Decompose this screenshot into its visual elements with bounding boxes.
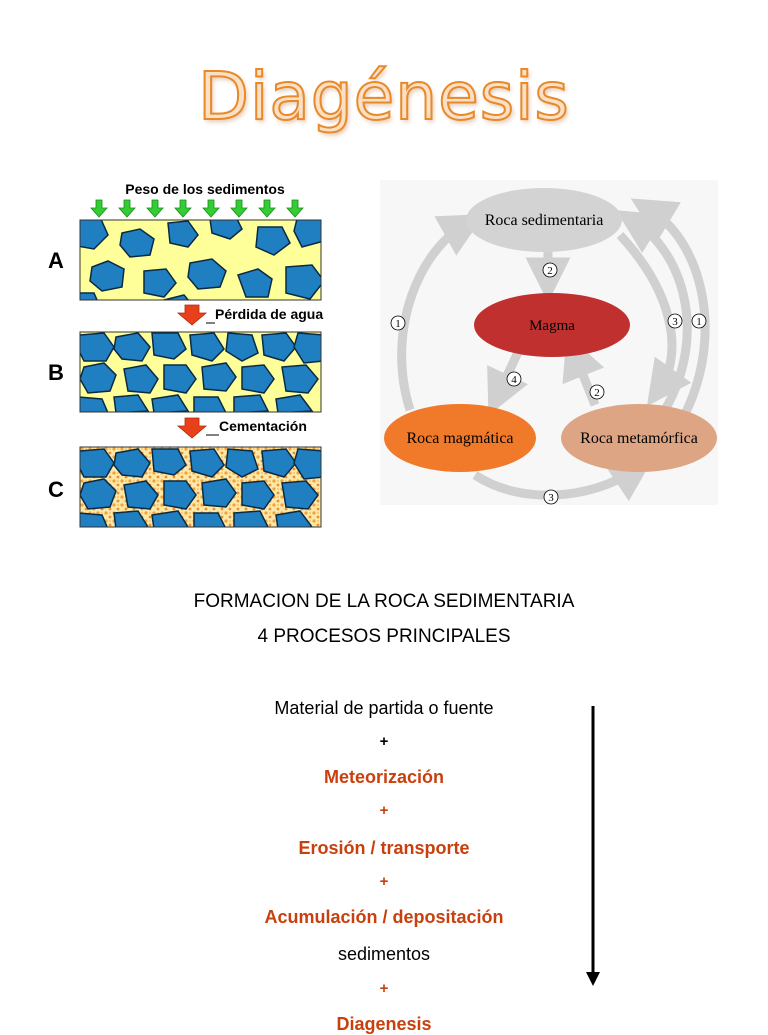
step1-label: Pérdida de agua [215, 306, 323, 322]
step-label: 3 [548, 492, 554, 504]
weight-label: Peso de los sedimentos [125, 181, 285, 197]
node-igneous [384, 404, 536, 472]
red-arrow-2 [176, 417, 208, 439]
section-heading-1: FORMACION DE LA ROCA SEDIMENTARIA [193, 591, 575, 612]
node-sedimentary-label: Roca sedimentaria [485, 212, 604, 229]
node-metamorphic [561, 404, 717, 472]
node-magma [474, 293, 630, 357]
process-flow-arrow [586, 706, 600, 986]
compaction-diagram: Peso de los sedimentos A [48, 181, 323, 528]
step-label: 1 [696, 316, 702, 328]
step-label: 2 [594, 387, 600, 399]
process-plus: + [379, 873, 389, 890]
process-diagenesis: Diagenesis [336, 1014, 432, 1034]
rock-cycle-diagram: Roca sedimentaria Magma Roca magmática R… [380, 180, 718, 505]
panel-a [80, 220, 321, 300]
panel-a-label: A [48, 248, 64, 273]
panel-b-label: B [48, 360, 64, 385]
step2-label: Cementación [219, 418, 307, 434]
node-metamorphic-label: Roca metamórfica [580, 430, 698, 447]
step-label: 4 [511, 374, 517, 386]
process-deposition: Acumulación / depositación [264, 907, 504, 927]
panel-c-label: C [48, 477, 64, 502]
process-sediments: sedimentos [337, 944, 431, 964]
weight-arrows [90, 199, 304, 218]
red-arrow-1 [176, 304, 208, 326]
process-erosion: Erosión / transporte [298, 838, 470, 858]
process-plus: + [379, 802, 389, 819]
panel-c [80, 447, 321, 527]
process-plus: + [379, 980, 389, 997]
page-title: Diagénesis [197, 57, 570, 136]
process-plus: + [379, 733, 389, 750]
process-source: Material de partida o fuente [274, 698, 494, 718]
panel-b [80, 332, 321, 412]
node-igneous-label: Roca magmática [406, 430, 513, 447]
step-label: 1 [395, 318, 401, 330]
node-sedimentary [466, 188, 622, 252]
process-weathering: Meteorización [323, 767, 445, 787]
node-magma-label: Magma [529, 318, 575, 334]
step-label: 2 [547, 265, 553, 277]
section-heading-2: 4 PROCESOS PRINCIPALES [257, 626, 511, 647]
step-label: 3 [672, 316, 678, 328]
